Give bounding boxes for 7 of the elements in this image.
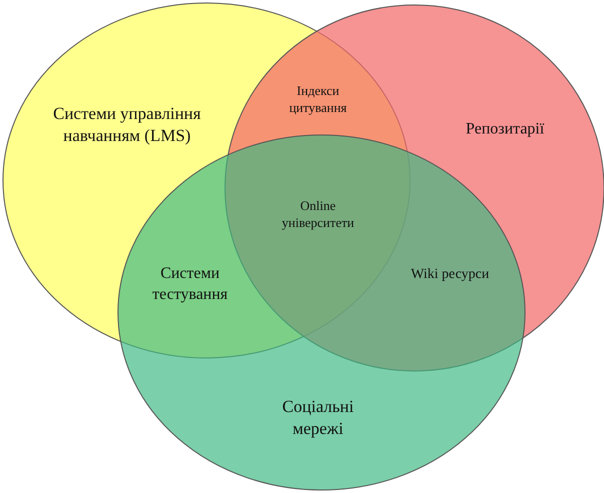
- set-label: Репозитарії: [464, 120, 546, 140]
- region-label: Wiki ресурси: [410, 266, 490, 284]
- set-label: Соціальні мережі: [281, 396, 355, 440]
- region-label: Системи тестування: [151, 264, 229, 305]
- region-label: Індекси цитування: [288, 83, 348, 117]
- region-label: Online університети: [280, 198, 356, 232]
- set-label: Системи управління навчанням (LMS): [52, 102, 202, 147]
